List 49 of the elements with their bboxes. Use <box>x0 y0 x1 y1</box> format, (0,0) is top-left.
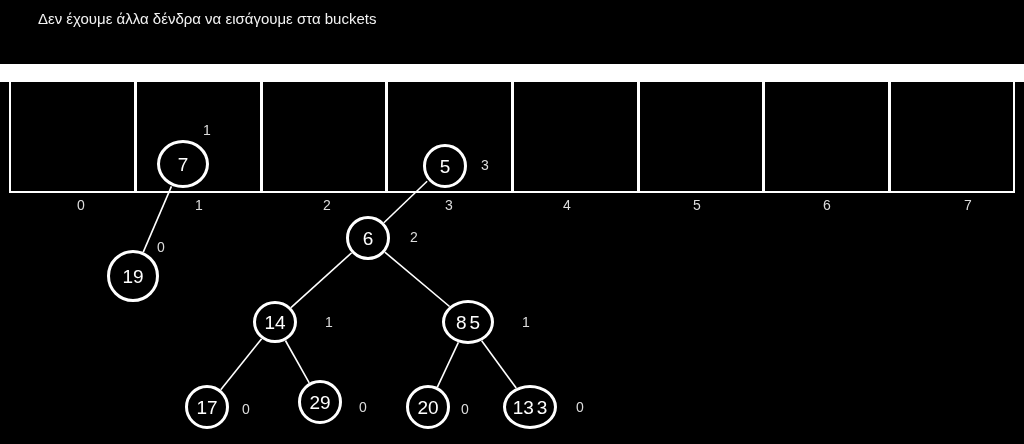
tree-edge <box>384 251 451 308</box>
tree-node-circle <box>423 144 467 188</box>
node-key: 5 <box>439 156 451 176</box>
tree-node-circle <box>346 216 390 260</box>
node-key: 6 <box>362 228 374 248</box>
bucket-index: 5 <box>693 197 701 213</box>
tree-edge <box>290 251 353 309</box>
node-key: 7 <box>177 154 189 174</box>
rank-label: 2 <box>410 229 418 245</box>
node-key: 13 <box>512 397 534 417</box>
rank-label: 3 <box>481 157 489 173</box>
tree-edge <box>480 339 517 389</box>
rank-label: 1 <box>522 314 530 330</box>
bucket-index: 6 <box>823 197 831 213</box>
bucket-index: 4 <box>563 197 571 213</box>
bucket-index: 3 <box>445 197 453 213</box>
tree-edge <box>383 180 428 224</box>
tree-node-circle <box>298 380 342 424</box>
rank-label: 0 <box>461 401 469 417</box>
rank-label: 0 <box>157 239 165 255</box>
bucket-index: 1 <box>195 197 203 213</box>
title: Δεν έχουμε άλλα δένδρα να εισάγουμε στα buckets <box>38 10 377 27</box>
tree-node-circle <box>157 140 209 188</box>
node-key: 29 <box>309 392 331 412</box>
node-key: 17 <box>196 397 218 417</box>
rank-label: 1 <box>203 122 211 138</box>
tree-node-circle <box>503 385 557 429</box>
tree-node-circle <box>253 301 297 343</box>
rank-label: 1 <box>325 314 333 330</box>
tree-node-circle <box>107 250 159 302</box>
rank-label: 0 <box>576 399 584 415</box>
rank-label: 0 <box>242 401 250 417</box>
node-key: 5 <box>469 312 481 332</box>
tree-edge <box>284 339 310 384</box>
bucket-index: 2 <box>323 197 331 213</box>
tree-node-circle <box>185 385 229 429</box>
bucket-index: 0 <box>77 197 85 213</box>
bucket-index: 7 <box>964 197 972 213</box>
node-key: 14 <box>264 312 286 332</box>
tree-edge <box>219 337 263 391</box>
tree-node-circle <box>406 385 450 429</box>
tree-edge <box>142 185 173 253</box>
tree-edge <box>436 341 460 388</box>
node-key: 8 <box>455 312 467 332</box>
node-key: 3 <box>536 397 548 417</box>
node-key: 19 <box>122 266 144 286</box>
tree-node-circle <box>442 300 494 344</box>
rank-label: 0 <box>359 399 367 415</box>
node-key: 20 <box>417 397 439 417</box>
